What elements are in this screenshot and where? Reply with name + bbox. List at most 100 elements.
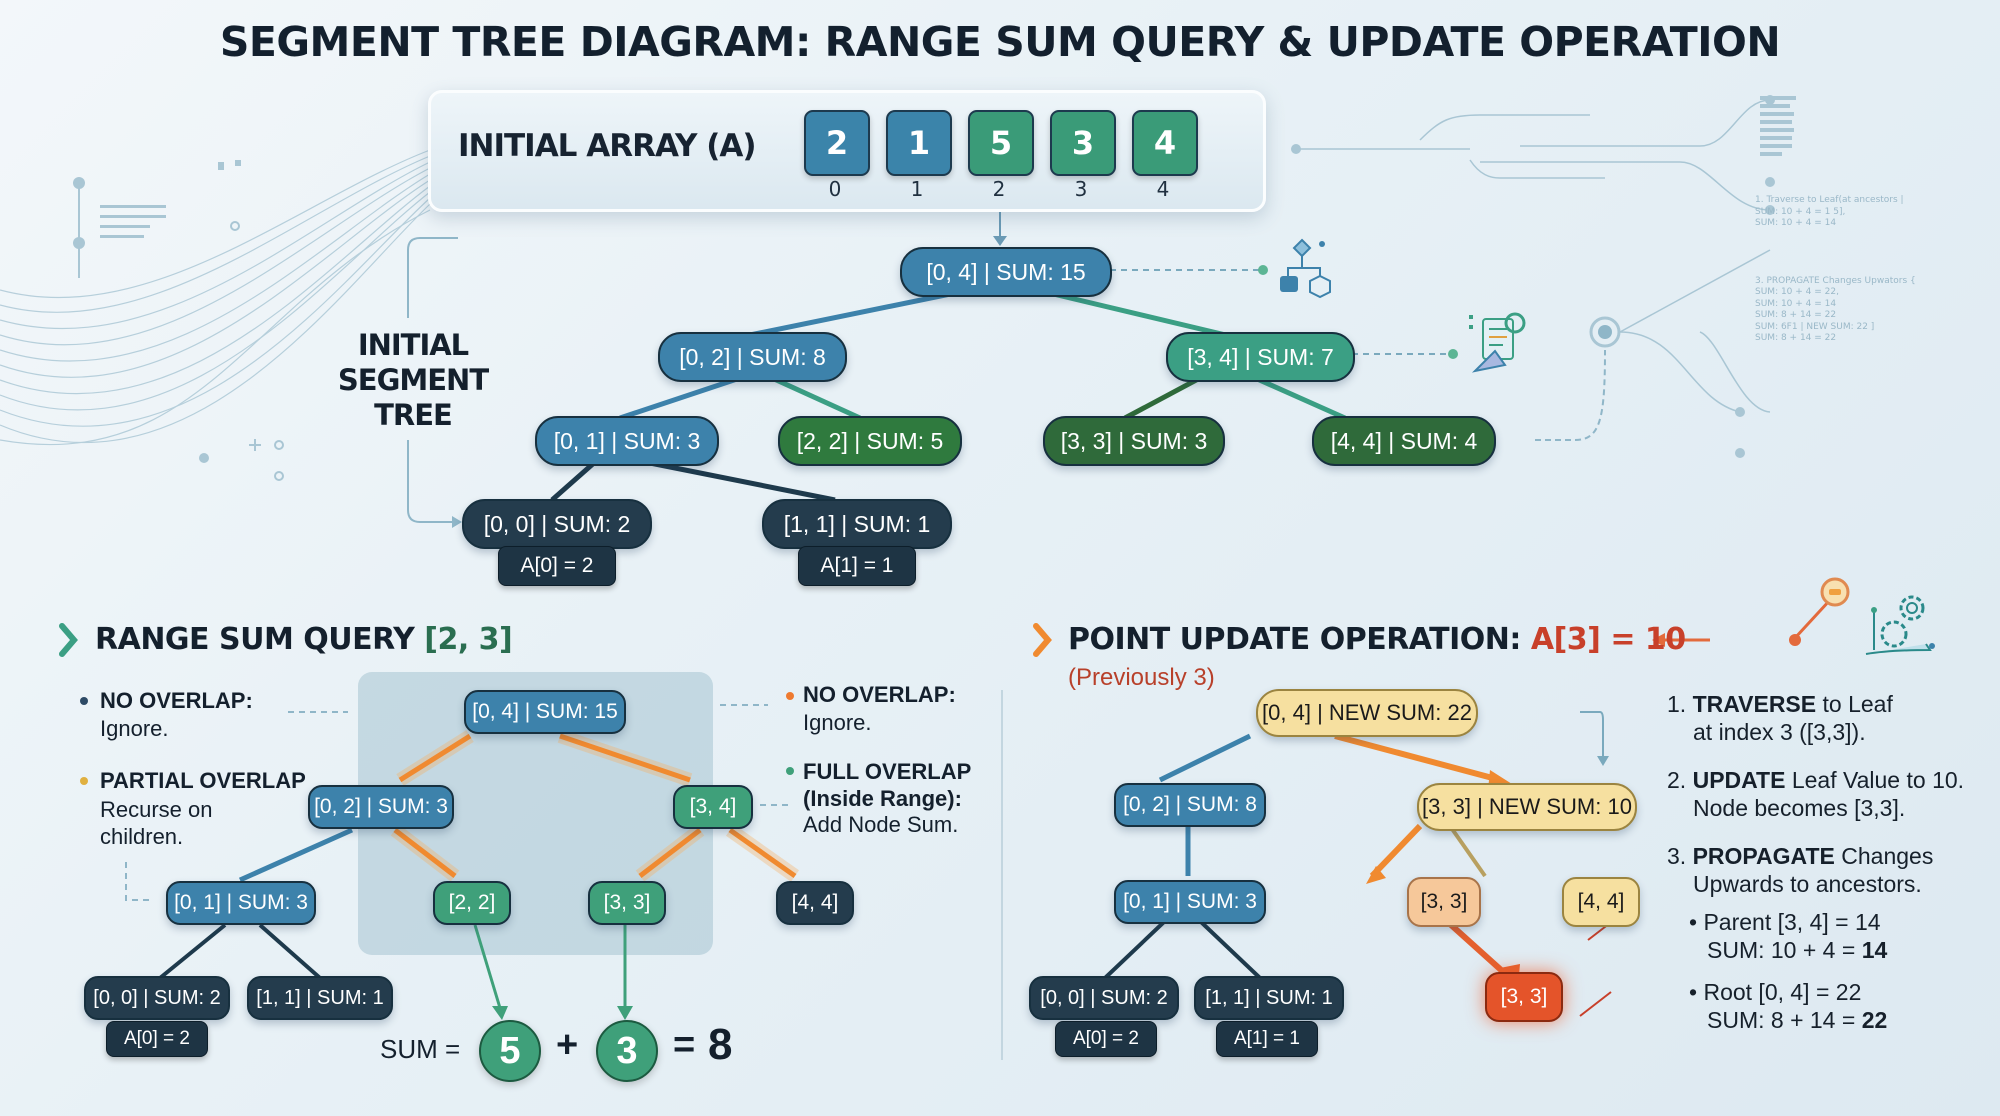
tree-node[interactable]: [4, 4] | SUM: 4 — [1312, 416, 1496, 466]
query-node[interactable]: [4, 4] — [776, 881, 854, 925]
code-line: SUM: 8 + 14 = 22 — [1755, 333, 1837, 343]
query-node-root[interactable]: [0, 4] | SUM: 15 — [464, 690, 626, 734]
query-heading: RANGE SUM QUERY [2, 3] — [95, 622, 513, 657]
left-decor-marks — [73, 160, 284, 481]
update-node-root[interactable]: [0, 4] | NEW SUM: 22 — [1256, 689, 1478, 737]
sum-label: SUM = — [380, 1034, 461, 1064]
legend-text: Ignore. — [803, 710, 872, 735]
sub-step-calc: SUM: 8 + 14 = — [1707, 1007, 1862, 1033]
equals-sign: = — [673, 1024, 696, 1066]
new-value: 22 — [1861, 1007, 1888, 1033]
sum-result: 8 — [708, 1020, 733, 1069]
step-text: Leaf Value to 10. — [1785, 767, 1965, 793]
legend-title: PARTIAL OVERLAP — [100, 768, 306, 793]
step-number: 1. — [1667, 691, 1687, 717]
circuit-decoration — [1296, 99, 1771, 413]
array-index: 2 — [992, 177, 1006, 201]
initial-tree-label: INITIAL SEGMENT TREE — [318, 328, 508, 433]
step-number: 3. — [1667, 843, 1687, 869]
updated-leaf-node[interactable]: [3, 3] — [1485, 972, 1563, 1022]
update-steps: 1. TRAVERSE to Leaf at index 3 ([3,3]). … — [1667, 690, 1987, 1034]
array-cell: 4 — [1132, 110, 1198, 176]
old-value: 22 — [1835, 979, 1862, 1005]
code-line: 3. PROPAGATE Changes Upwators { — [1755, 275, 1916, 286]
legend-dot — [786, 692, 794, 700]
step-text: Node becomes [3,3]. — [1693, 795, 1906, 821]
update-node[interactable]: [0, 1] | SUM: 3 — [1114, 880, 1266, 924]
legend-title: FULL OVERLAP (Inside Range): — [803, 759, 971, 811]
array-index: 1 — [910, 177, 924, 201]
label-line: INITIAL — [357, 328, 469, 362]
plus-sign: + — [556, 1024, 579, 1066]
query-range: [2, 3] — [424, 622, 513, 657]
target-ring-icon — [1589, 316, 1621, 348]
step-text: at index 3 ([3,3]). — [1693, 719, 1866, 745]
sub-step-calc: SUM: 10 + 4 = — [1707, 937, 1862, 963]
decorative-code-block: 1. Traverse to Leaf(at ancestors | SUM: … — [1755, 195, 1916, 345]
old-value: 14 — [1854, 909, 1881, 935]
query-node[interactable]: [3, 3] — [588, 881, 666, 925]
sub-step: • Root [0, 4] = 22 SUM: 8 + 14 = 22 — [1689, 979, 1888, 1033]
query-node[interactable]: [1, 1] | SUM: 1 — [247, 976, 393, 1020]
update-node[interactable]: [3, 3] | NEW SUM: 10 — [1417, 783, 1637, 831]
leaf-value-tag: A[0] = 2 — [106, 1021, 208, 1057]
legend-text: Recurse on children. — [100, 797, 213, 849]
code-line: SUM: 8 + 14 = 22 — [1755, 310, 1837, 320]
step-keyword: TRAVERSE — [1692, 691, 1817, 717]
step-item: 1. TRAVERSE to Leaf at index 3 ([3,3]). — [1667, 690, 1987, 746]
tree-node[interactable]: [2, 2] | SUM: 5 — [778, 416, 962, 466]
tree-node[interactable]: [3, 4] | SUM: 7 — [1166, 332, 1355, 382]
query-node[interactable]: [0, 0] | SUM: 2 — [84, 976, 230, 1020]
legend-dot — [80, 777, 88, 785]
query-node[interactable]: [2, 2] — [433, 881, 511, 925]
legend-text: Add Node Sum. — [803, 812, 959, 837]
legend-text: Ignore. — [100, 716, 169, 741]
sub-step: • Parent [3, 4] = 14 SUM: 10 + 4 = 14 — [1689, 909, 1888, 963]
tree-node[interactable]: [0, 1] | SUM: 3 — [535, 416, 719, 466]
query-node[interactable]: [3, 4] — [673, 785, 753, 829]
document-edit-icon — [1469, 312, 1526, 373]
initial-tree-edges — [550, 289, 1347, 503]
sum-term: 5 — [479, 1020, 541, 1082]
tree-node-root[interactable]: [0, 4] | SUM: 15 — [900, 247, 1112, 297]
query-heading-text: RANGE SUM QUERY — [95, 622, 425, 657]
tree-node[interactable]: [1, 1] | SUM: 1 — [762, 499, 952, 549]
array-label: INITIAL ARRAY (A) — [458, 128, 757, 164]
code-line: SUM: 10 + 4 = 22, — [1755, 287, 1839, 297]
step-item: 3. PROPAGATE Changes Upwards to ancestor… — [1667, 842, 1987, 898]
page-title: SEGMENT TREE DIAGRAM: RANGE SUM QUERY & … — [219, 18, 1781, 66]
tree-node[interactable]: [0, 0] | SUM: 2 — [462, 499, 652, 549]
leaf-value-tag: A[0] = 2 — [1055, 1021, 1157, 1057]
update-node[interactable]: [0, 0] | SUM: 2 — [1029, 976, 1179, 1020]
chevron-right-icon — [1033, 623, 1052, 657]
leaf-value-tag: A[1] = 1 — [798, 546, 916, 586]
step-text: to Leaf — [1816, 691, 1893, 717]
array-index: 3 — [1074, 177, 1088, 201]
code-line: SUM: 10 + 4 = 1 5], — [1755, 206, 1846, 217]
code-line: SUM: 10 + 4 = 14 — [1755, 298, 1837, 309]
step-keyword: UPDATE — [1692, 767, 1786, 793]
query-node[interactable]: [0, 2] | SUM: 3 — [308, 785, 454, 829]
legend-title: NO OVERLAP: — [100, 688, 253, 713]
step-item: 2. UPDATE Leaf Value to 10. Node becomes… — [1667, 766, 1987, 822]
tree-node[interactable]: [3, 3] | SUM: 3 — [1043, 416, 1225, 466]
update-node[interactable]: [1, 1] | SUM: 1 — [1194, 976, 1344, 1020]
legend-title: NO OVERLAP: — [803, 682, 956, 707]
update-node[interactable]: [0, 2] | SUM: 8 — [1114, 783, 1266, 827]
update-node[interactable]: [4, 4] — [1562, 877, 1640, 927]
array-cell: 1 — [886, 110, 952, 176]
tree-node[interactable]: [0, 2] | SUM: 8 — [658, 332, 847, 382]
update-node[interactable]: [3, 3] — [1407, 877, 1481, 927]
wave-decoration — [0, 149, 431, 446]
connector-dot — [1448, 349, 1458, 359]
update-subheading: (Previously 3) — [1068, 664, 1215, 691]
code-line: 1. Traverse to Leaf(at ancestors | — [1755, 195, 1904, 205]
array-cell: 5 — [968, 110, 1034, 176]
query-node[interactable]: [0, 1] | SUM: 3 — [166, 881, 316, 925]
code-line: SUM: 10 + 4 = 14 — [1755, 218, 1837, 228]
connector-dot — [1258, 265, 1268, 275]
update-target: A[3] = 10 — [1530, 622, 1686, 657]
label-line: TREE — [374, 398, 453, 432]
step-text: Changes — [1834, 843, 1934, 869]
legend-dot — [786, 767, 794, 775]
